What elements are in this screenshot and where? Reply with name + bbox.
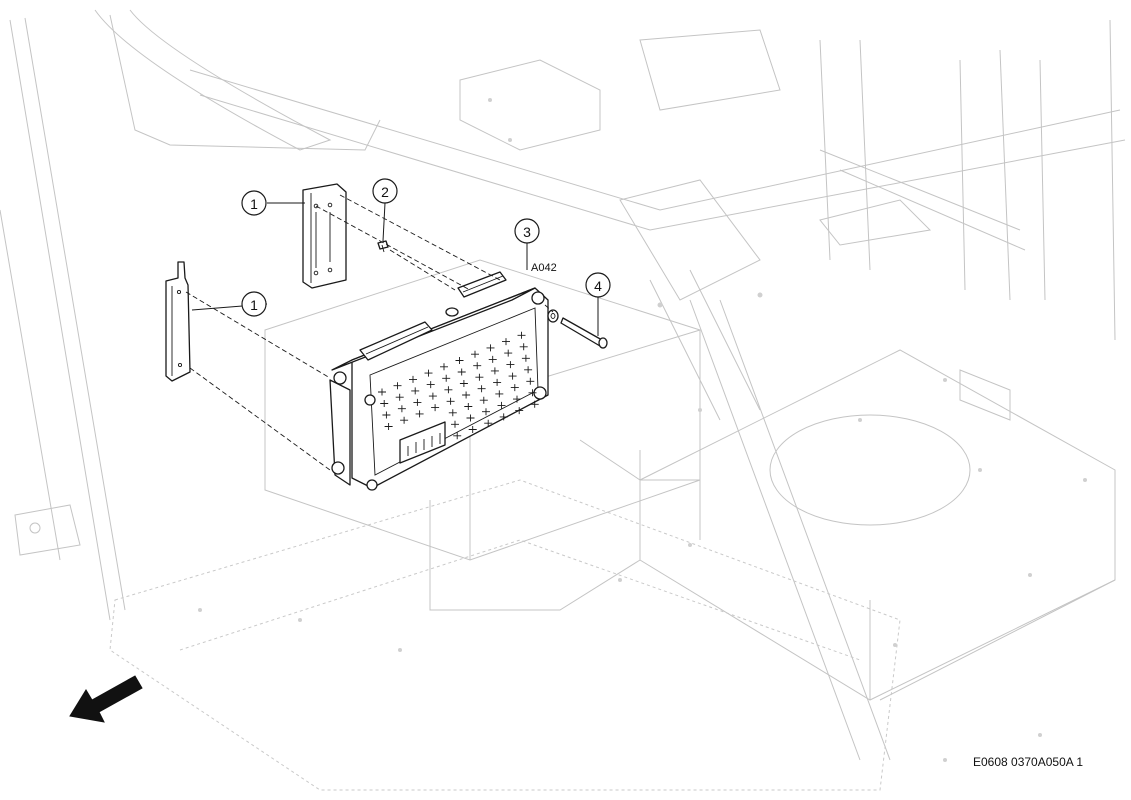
cooling-fin bbox=[473, 362, 482, 370]
cooling-fin bbox=[479, 396, 488, 404]
cooling-fin bbox=[426, 381, 435, 389]
cooling-fin bbox=[519, 343, 528, 351]
cooling-fin bbox=[431, 404, 440, 412]
cooling-fin bbox=[524, 366, 533, 374]
cooling-fin bbox=[393, 382, 402, 390]
svg-text:3: 3 bbox=[523, 224, 531, 240]
svg-text:1: 1 bbox=[250, 196, 258, 212]
cooling-fin bbox=[413, 398, 422, 406]
cooling-fin bbox=[495, 390, 504, 398]
cooling-fin bbox=[424, 369, 433, 377]
cooling-fin bbox=[504, 349, 513, 357]
cooling-fin bbox=[378, 388, 386, 396]
mounting-bracket-upper bbox=[302, 183, 347, 289]
callout-4: 4 bbox=[585, 272, 611, 298]
cooling-fin bbox=[497, 401, 506, 409]
cooling-fin bbox=[444, 386, 453, 394]
cooling-fin bbox=[455, 357, 464, 364]
cooling-fin bbox=[510, 384, 519, 392]
cooling-fin bbox=[471, 350, 479, 358]
arrow-down-left-icon bbox=[69, 675, 143, 723]
cooling-fin bbox=[515, 407, 524, 415]
cooling-fin bbox=[506, 361, 515, 369]
callout-3: 3 bbox=[514, 218, 540, 244]
cooling-fin bbox=[466, 414, 475, 422]
cooling-fin bbox=[382, 411, 391, 419]
cooling-fin bbox=[477, 385, 486, 393]
cooling-fin bbox=[486, 344, 495, 352]
cooling-fin bbox=[468, 426, 477, 433]
cooling-fin bbox=[513, 395, 521, 403]
svg-text:2: 2 bbox=[381, 184, 389, 200]
callout-2: 2 bbox=[372, 178, 398, 204]
cooling-fin bbox=[508, 372, 517, 380]
bolt-assembly bbox=[547, 309, 608, 349]
mounting-bracket-lower bbox=[165, 261, 191, 382]
cooling-fin bbox=[409, 375, 417, 383]
cooling-fin bbox=[521, 354, 530, 362]
cooling-fin bbox=[530, 400, 539, 408]
screw-part bbox=[377, 240, 389, 253]
cooling-fin-grid bbox=[378, 331, 539, 440]
cooling-fin bbox=[459, 380, 468, 387]
cooling-fin bbox=[440, 363, 448, 371]
control-unit-module bbox=[329, 271, 549, 491]
cooling-fin bbox=[517, 331, 526, 339]
cooling-fin bbox=[384, 423, 393, 430]
background-frame bbox=[0, 9, 1126, 791]
cooling-fin bbox=[484, 419, 493, 427]
cooling-fin bbox=[528, 389, 537, 397]
cooling-fin bbox=[475, 373, 484, 381]
cooling-fin bbox=[442, 374, 451, 382]
callout-1-upper: 1 bbox=[241, 190, 267, 216]
cooling-fin bbox=[499, 413, 508, 421]
cooling-fin bbox=[490, 367, 499, 375]
cooling-fin bbox=[380, 400, 389, 407]
cooling-fin bbox=[448, 409, 457, 417]
cooling-fin bbox=[428, 392, 437, 400]
leader-lines bbox=[185, 194, 599, 471]
cooling-fin bbox=[400, 416, 409, 424]
cooling-fin bbox=[395, 393, 404, 401]
callout-1-lower: 1 bbox=[241, 291, 267, 317]
svg-text:1: 1 bbox=[250, 297, 258, 313]
figure-code-label: E0608 0370A050A 1 bbox=[973, 755, 1083, 769]
component-code-label: A042 bbox=[531, 262, 557, 274]
cooling-fin bbox=[464, 403, 473, 410]
cooling-fin bbox=[462, 391, 471, 399]
cooling-fin bbox=[415, 410, 424, 418]
cooling-fin bbox=[451, 420, 459, 428]
cooling-fin bbox=[453, 432, 462, 440]
cooling-fin bbox=[446, 397, 455, 405]
cooling-fin bbox=[526, 377, 535, 385]
cooling-fin bbox=[488, 355, 497, 363]
cooling-fin bbox=[502, 338, 510, 346]
svg-text:4: 4 bbox=[594, 278, 602, 294]
cooling-fin bbox=[397, 405, 406, 413]
cooling-fin bbox=[457, 368, 466, 376]
cooling-fin bbox=[411, 387, 420, 395]
cooling-fin bbox=[493, 378, 502, 386]
cooling-fin bbox=[482, 408, 490, 416]
